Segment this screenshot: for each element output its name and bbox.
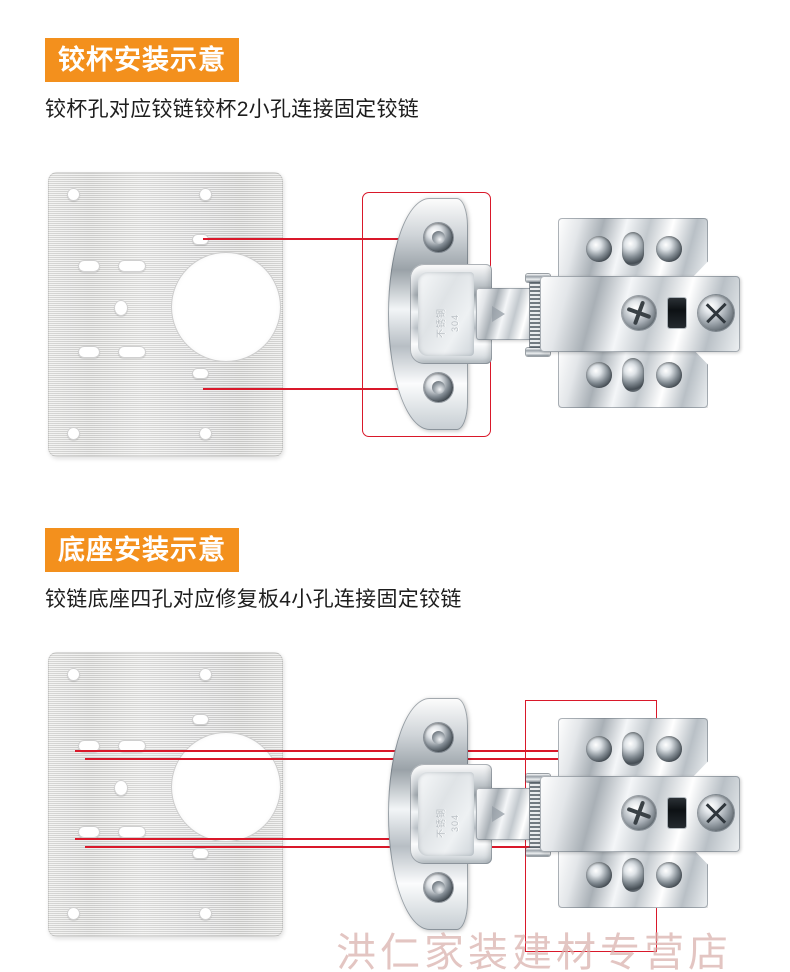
hinge-cup-recess-2: 不锈钢 304 xyxy=(418,772,474,856)
plate2-hole-corner-bl xyxy=(67,907,80,920)
plate-hole-corner-tl xyxy=(67,188,80,201)
hinge-pivot-pin-top-2 xyxy=(526,774,550,782)
plate-slot-mid-top xyxy=(118,260,146,272)
plate2-cup-hole-top xyxy=(192,714,209,725)
cup-flange-screw-hole-bottom-2 xyxy=(424,873,453,902)
plate2-slot-left-top xyxy=(78,740,100,752)
mount-hole-bottom-2-2 xyxy=(622,858,644,892)
plate-hole-corner-tr xyxy=(199,188,212,201)
mount-hole-bottom-2 xyxy=(622,358,644,392)
plate-hole-corner-bl xyxy=(67,427,80,440)
plate-slot-left-bottom xyxy=(78,346,100,358)
mount-hole-bottom-1 xyxy=(586,362,612,388)
plate2-hole-corner-tl xyxy=(67,668,80,681)
mount-hole-top-3-2 xyxy=(656,736,682,762)
phillips-screw-icon-base xyxy=(698,795,734,831)
cup-marking-grade-2: 304 xyxy=(450,813,460,832)
mount-hole-top-2 xyxy=(622,232,644,266)
plate-slot-left-top xyxy=(78,260,100,272)
arrow-right-icon-base xyxy=(492,806,505,822)
plate2-hole-corner-br xyxy=(199,907,212,920)
plate-large-cup-bore xyxy=(171,252,281,362)
mount-plate-slot-dark xyxy=(668,298,686,328)
cup-marking-material: 不锈钢 xyxy=(436,307,446,338)
plate2-hole-corner-tr xyxy=(199,668,212,681)
section-subtitle-base: 铰链底座四孔对应修复板4小孔连接固定铰链 xyxy=(45,588,462,611)
callout-line-base-1 xyxy=(75,750,655,752)
mount-hole-top-1-2 xyxy=(586,736,612,762)
hinge-pivot-pin-bottom xyxy=(526,348,550,356)
plate-slot-mid-bottom xyxy=(118,346,146,358)
callout-line-top-cup xyxy=(203,238,443,240)
plate2-hole-center xyxy=(114,780,128,796)
hinge-assembly-cup: 不锈钢 304 xyxy=(380,196,750,431)
plate2-slot-mid-bottom xyxy=(118,826,146,838)
mount-hole-bottom-3-2 xyxy=(656,862,682,888)
mount-hole-bottom-1-2 xyxy=(586,862,612,888)
phillips-screw-icon-cup xyxy=(698,295,734,331)
cup-flange-screw-hole-top-2 xyxy=(424,723,453,752)
plate2-large-cup-bore xyxy=(171,732,281,842)
section-badge-base: 底座安装示意 xyxy=(45,528,239,572)
section-base-install: 底座安装示意 铰链底座四孔对应修复板4小孔连接固定铰链 xyxy=(0,500,790,972)
hinge-cup-recess: 不锈钢 304 xyxy=(418,272,474,356)
plate-hole-center xyxy=(114,300,128,316)
hinge-assembly-base: 不锈钢 304 xyxy=(380,696,750,931)
mount-hole-bottom-3 xyxy=(656,362,682,388)
hinge-pivot-pin-bottom-2 xyxy=(526,848,550,856)
section-cup-install: 铰杯安装示意 铰杯孔对应铰链铰杯2小孔连接固定铰链 xyxy=(0,0,790,500)
plate-cup-hole-bottom xyxy=(192,368,209,379)
mount-hole-top-2-2 xyxy=(622,732,644,766)
cup-marking-grade: 304 xyxy=(450,313,460,332)
cup-flange-screw-hole-top xyxy=(424,223,453,252)
plate-hole-corner-br xyxy=(199,427,212,440)
section-badge-cup: 铰杯安装示意 xyxy=(45,38,239,82)
mount-plate-slot-dark-2 xyxy=(668,798,686,828)
repair-plate-base xyxy=(48,652,283,937)
arrow-right-icon-cup xyxy=(492,306,505,322)
adjustment-screw-cup xyxy=(622,296,656,330)
adjustment-screw-base xyxy=(622,796,656,830)
repair-plate-cup xyxy=(48,172,283,457)
plate2-slot-mid-top xyxy=(118,740,146,752)
plate2-slot-left-bottom xyxy=(78,826,100,838)
callout-line-base-3 xyxy=(75,838,655,840)
section-subtitle-cup: 铰杯孔对应铰链铰杯2小孔连接固定铰链 xyxy=(45,98,420,121)
mount-hole-top-1 xyxy=(586,236,612,262)
plate-cup-hole-top xyxy=(192,234,209,245)
cup-flange-screw-hole-bottom xyxy=(424,373,453,402)
hinge-pivot-pin-top xyxy=(526,274,550,282)
plate2-cup-hole-bottom xyxy=(192,848,209,859)
mount-hole-top-3 xyxy=(656,236,682,262)
callout-line-bottom-cup xyxy=(203,388,443,390)
cup-marking-material-2: 不锈钢 xyxy=(436,807,446,838)
